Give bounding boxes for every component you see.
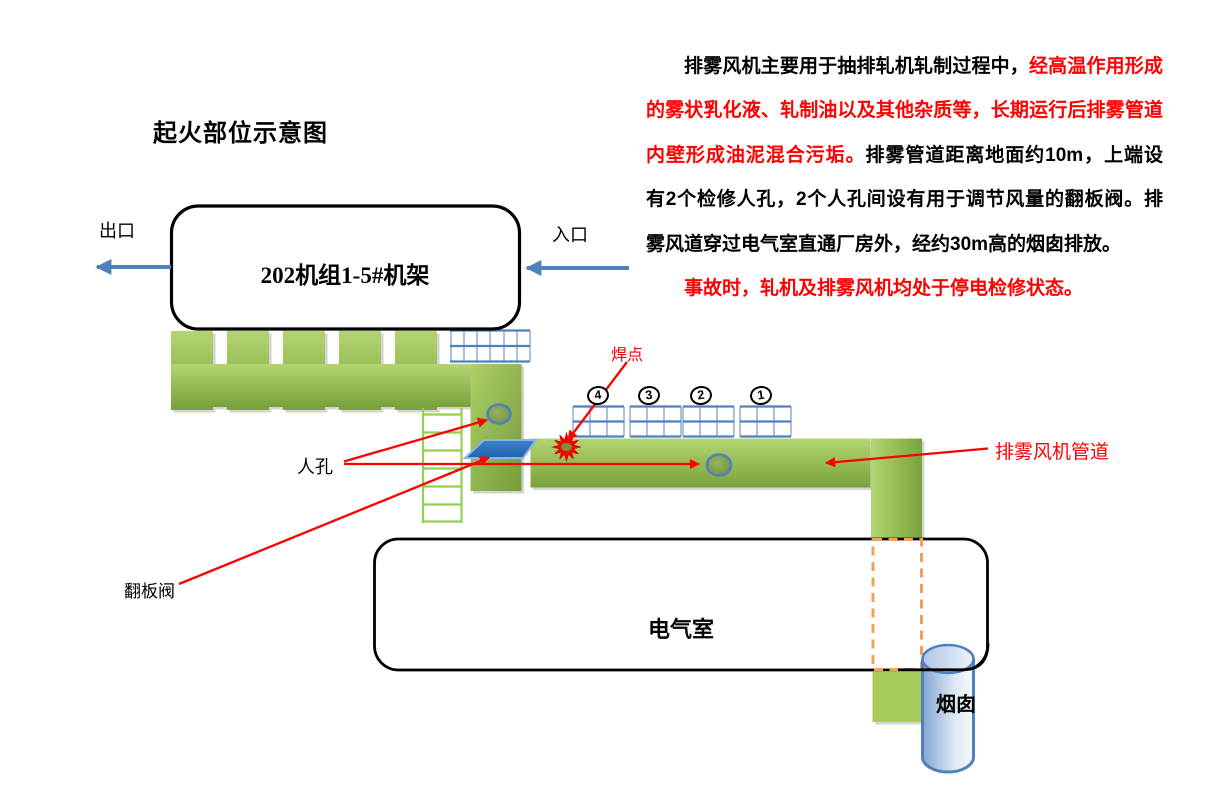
page-title: 起火部位示意图 xyxy=(153,120,328,147)
electrical-room-label: 电气室 xyxy=(647,617,714,642)
description-segment: 的雾状乳化液、轧制油以及其他杂质等，长期运行后排雾管道 xyxy=(646,100,1163,122)
room-edge-over-chimney xyxy=(898,642,990,672)
flap-valve xyxy=(462,439,538,459)
manhole-1 xyxy=(486,403,512,425)
description-segment: 事故时，轧机及排雾风机均处于停电检修状态。 xyxy=(684,277,1084,299)
mill-exit-grid xyxy=(450,329,531,363)
description-segment: 排雾管道距离地面约10m，上端设 xyxy=(865,144,1163,166)
description-segment: 排雾风机主要用于抽排轧机轧制过程中， xyxy=(684,56,1029,77)
mill-box-label: 202机组1-5#机架 xyxy=(260,263,430,288)
manhole-label: 人孔 xyxy=(297,457,333,477)
exit-label: 出口 xyxy=(99,221,135,241)
riser-duct xyxy=(470,364,522,491)
description-segment: 雾风道穿过电气室直通厂房外，经约30m高的烟囱排放。 xyxy=(646,233,1122,255)
description-block: 排雾风机主要用于抽排轧机轧制过程中，经高温作用形成的雾状乳化液、轧制油以及其他杂… xyxy=(646,45,1163,311)
flap-valve-label: 翻板阀 xyxy=(124,582,175,601)
description-line: 内壁形成油泥混合污垢。排雾管道距离地面约10m，上端设 xyxy=(646,134,1163,178)
entry-label: 入口 xyxy=(552,225,588,245)
manhole1-leader xyxy=(343,417,488,463)
description-line: 的雾状乳化液、轧制油以及其他杂质等，长期运行后排雾管道 xyxy=(646,89,1163,133)
fanduct-leader xyxy=(824,447,989,468)
duct-below-room xyxy=(872,672,922,722)
mill-stands xyxy=(171,331,471,410)
electrical-room-box xyxy=(373,537,989,672)
weld-point xyxy=(551,431,582,463)
description-segment: 有2个检修人孔，2个人孔间设有用于调节风量的翻板阀。排 xyxy=(646,189,1163,211)
description-line: 排雾风机主要用于抽排轧机轧制过程中，经高温作用形成 xyxy=(646,45,1163,89)
mill-duct-band xyxy=(171,364,471,407)
chimney xyxy=(921,643,975,774)
weld-point-label: 焊点 xyxy=(611,347,644,364)
manhole-2 xyxy=(705,453,733,477)
fan-duct-label: 排雾风机管道 xyxy=(995,442,1110,463)
description-segment: 内壁形成油泥混合污垢。 xyxy=(646,144,866,166)
description-line: 有2个检修人孔，2个人孔间设有用于调节风量的翻板阀。排 xyxy=(646,178,1163,222)
valve-leader xyxy=(178,456,490,586)
description-line: 雾风道穿过电气室直通厂房外，经约30m高的烟囱排放。 xyxy=(646,223,1163,267)
hidden-duct-dashed xyxy=(871,538,923,671)
mill-box xyxy=(169,204,522,331)
duct-grids xyxy=(572,405,792,438)
flow-arrows xyxy=(95,259,629,276)
description-line: 事故时，轧机及排雾风机均处于停电检修状态。 xyxy=(646,267,1163,311)
down-duct xyxy=(871,438,922,538)
description-segment: 经高温作用形成 xyxy=(1028,56,1163,77)
chimney-label: 烟囱 xyxy=(936,694,976,716)
ladder xyxy=(421,408,463,523)
